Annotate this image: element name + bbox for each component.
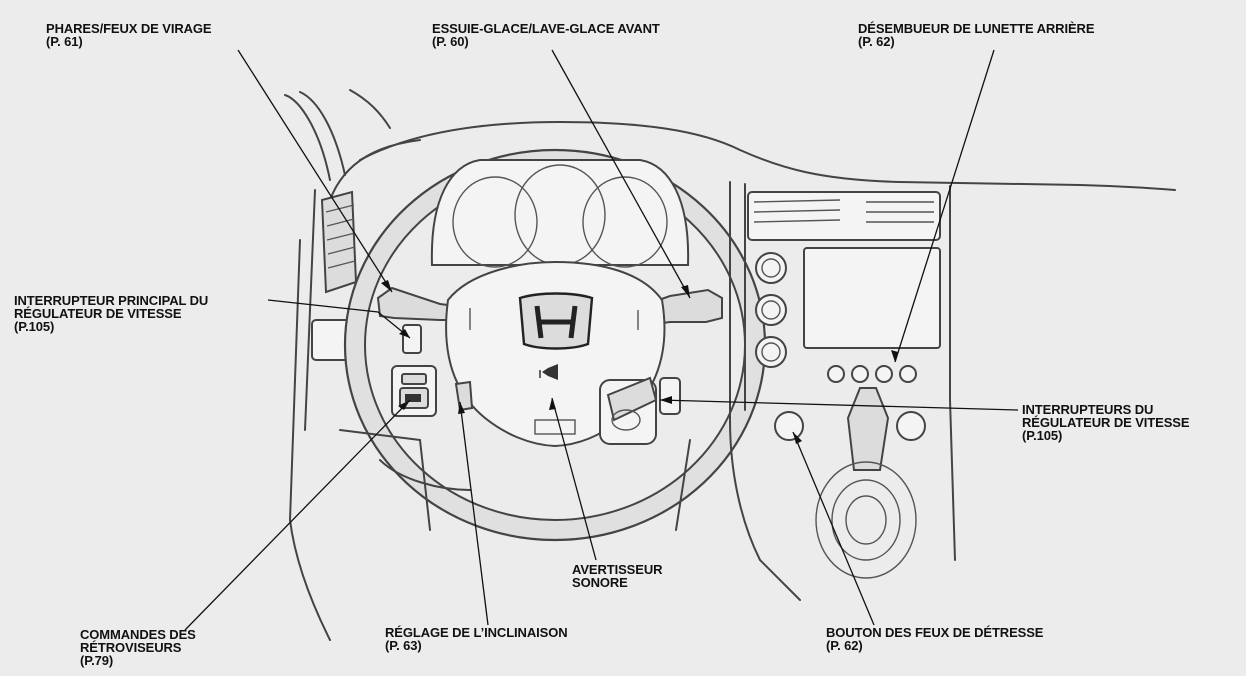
steering-column [339,429,691,531]
left-air-vent [320,190,358,294]
tilt-label: RÉGLAGE DE L’INCLINAISON (P. 63) [385,626,568,652]
tilt-page: (P. 63) [385,638,422,653]
wipers-label: ESSUIE-GLACE/LAVE-GLACE AVANT (P. 60) [432,22,660,48]
gear-shifter [815,387,917,579]
horn-line1: AVERTISSEUR [572,562,663,577]
headlights-label: PHARES/FEUX DE VIRAGE (P. 61) [46,22,212,48]
cruise-main-line2: RÉGULATEUR DE VITESSE [14,306,182,321]
mirrors-label: COMMANDES DES RÉTROVISEURS (P.79) [80,628,196,667]
horn-line2: SONORE [572,575,628,590]
mirrors-line2: RÉTROVISEURS [80,640,182,655]
cruise-main-line1: INTERRUPTEUR PRINCIPAL DU [14,293,209,308]
cruise-switches-line2: RÉGULATEUR DE VITESSE [1022,415,1190,430]
cruise-switches [599,376,681,445]
defroster-page: (P. 62) [858,34,895,49]
center-console [729,181,956,601]
honda-logo-icon [518,292,594,350]
hazard-title: BOUTON DES FEUX DE DÉTRESSE [826,625,1044,640]
instrument-cluster [430,159,690,268]
horn-label: AVERTISSEUR SONORE [572,562,663,590]
headlights-title: PHARES/FEUX DE VIRAGE [46,21,212,36]
cruise-main-label: INTERRUPTEUR PRINCIPAL DU RÉGULATEUR DE … [14,294,208,333]
tilt-lever [454,380,474,412]
tilt-title: RÉGLAGE DE L’INCLINAISON [385,625,568,640]
arrowheads [381,280,898,444]
leader-lines [184,49,1019,631]
horn-icon [539,364,558,380]
hazard-page: (P. 62) [826,638,863,653]
mirrors-page: (P.79) [80,653,114,668]
headlights-page: (P. 61) [46,34,83,49]
defroster-label: DÉSEMBUEUR DE LUNETTE ARRIÈRE (P. 62) [858,21,1095,49]
dashboard-outline [284,89,1176,641]
mirrors-line1: COMMANDES DES [80,627,196,642]
cruise-switches-line1: INTERRUPTEURS DU [1022,402,1154,417]
hazard-label: BOUTON DES FEUX DE DÉTRESSE (P. 62) [826,626,1043,652]
wipers-title: ESSUIE-GLACE/LAVE-GLACE AVANT [432,21,660,36]
mirror-controls [391,365,437,417]
cruise-main-page: (P.105) [14,319,55,334]
defroster-title: DÉSEMBUEUR DE LUNETTE ARRIÈRE [858,21,1095,36]
wipers-page: (P. 60) [432,34,469,49]
cruise-switches-label: INTERRUPTEURS DU RÉGULATEUR DE VITESSE (… [1022,402,1190,443]
cruise-switches-page: (P.105) [1022,428,1063,443]
